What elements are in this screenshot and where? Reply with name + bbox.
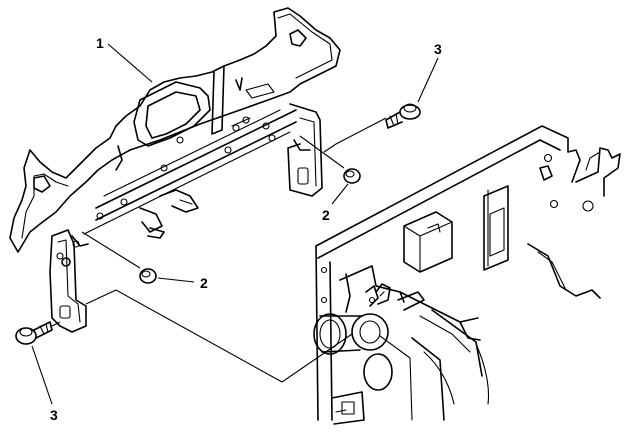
callout-1: 1 [96,35,104,51]
callout-2-lower: 2 [200,275,208,291]
callout-2-upper: 2 [322,207,330,223]
assembly-lines [51,117,387,383]
plug-lower [139,268,157,284]
chassis-frame [313,125,621,425]
plug-upper [343,168,361,184]
side-plate [9,7,341,333]
screw-lower [15,321,53,345]
callout-3-upper: 3 [434,41,442,57]
callout-3-lower: 3 [50,407,58,423]
screw-upper [385,103,421,129]
callout-leaders [31,43,439,405]
